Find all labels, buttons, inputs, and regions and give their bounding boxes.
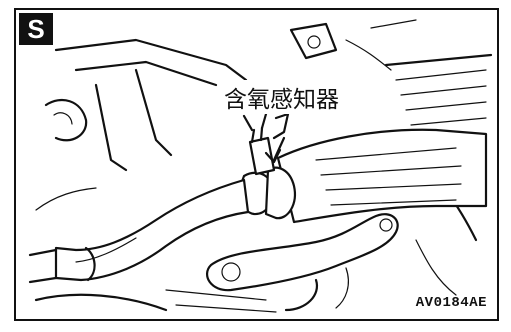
exhaust-line-drawing: [28, 19, 493, 313]
oxygen-sensor-icon: [242, 112, 290, 176]
upper-mount: [289, 22, 338, 60]
left-bracket: [44, 98, 88, 142]
pipe-end: [84, 246, 96, 282]
oxygen-sensor-callout: 含氧感知器: [222, 80, 341, 114]
crossmember-outline: [54, 38, 248, 82]
catalytic-converter: [276, 128, 488, 224]
body-panel-hatching: [395, 69, 487, 141]
lower-bracket: [206, 213, 399, 292]
section-badge: S: [19, 13, 53, 45]
diagram-frame: S: [14, 8, 499, 321]
figure-code: AV0184AE: [415, 295, 487, 311]
